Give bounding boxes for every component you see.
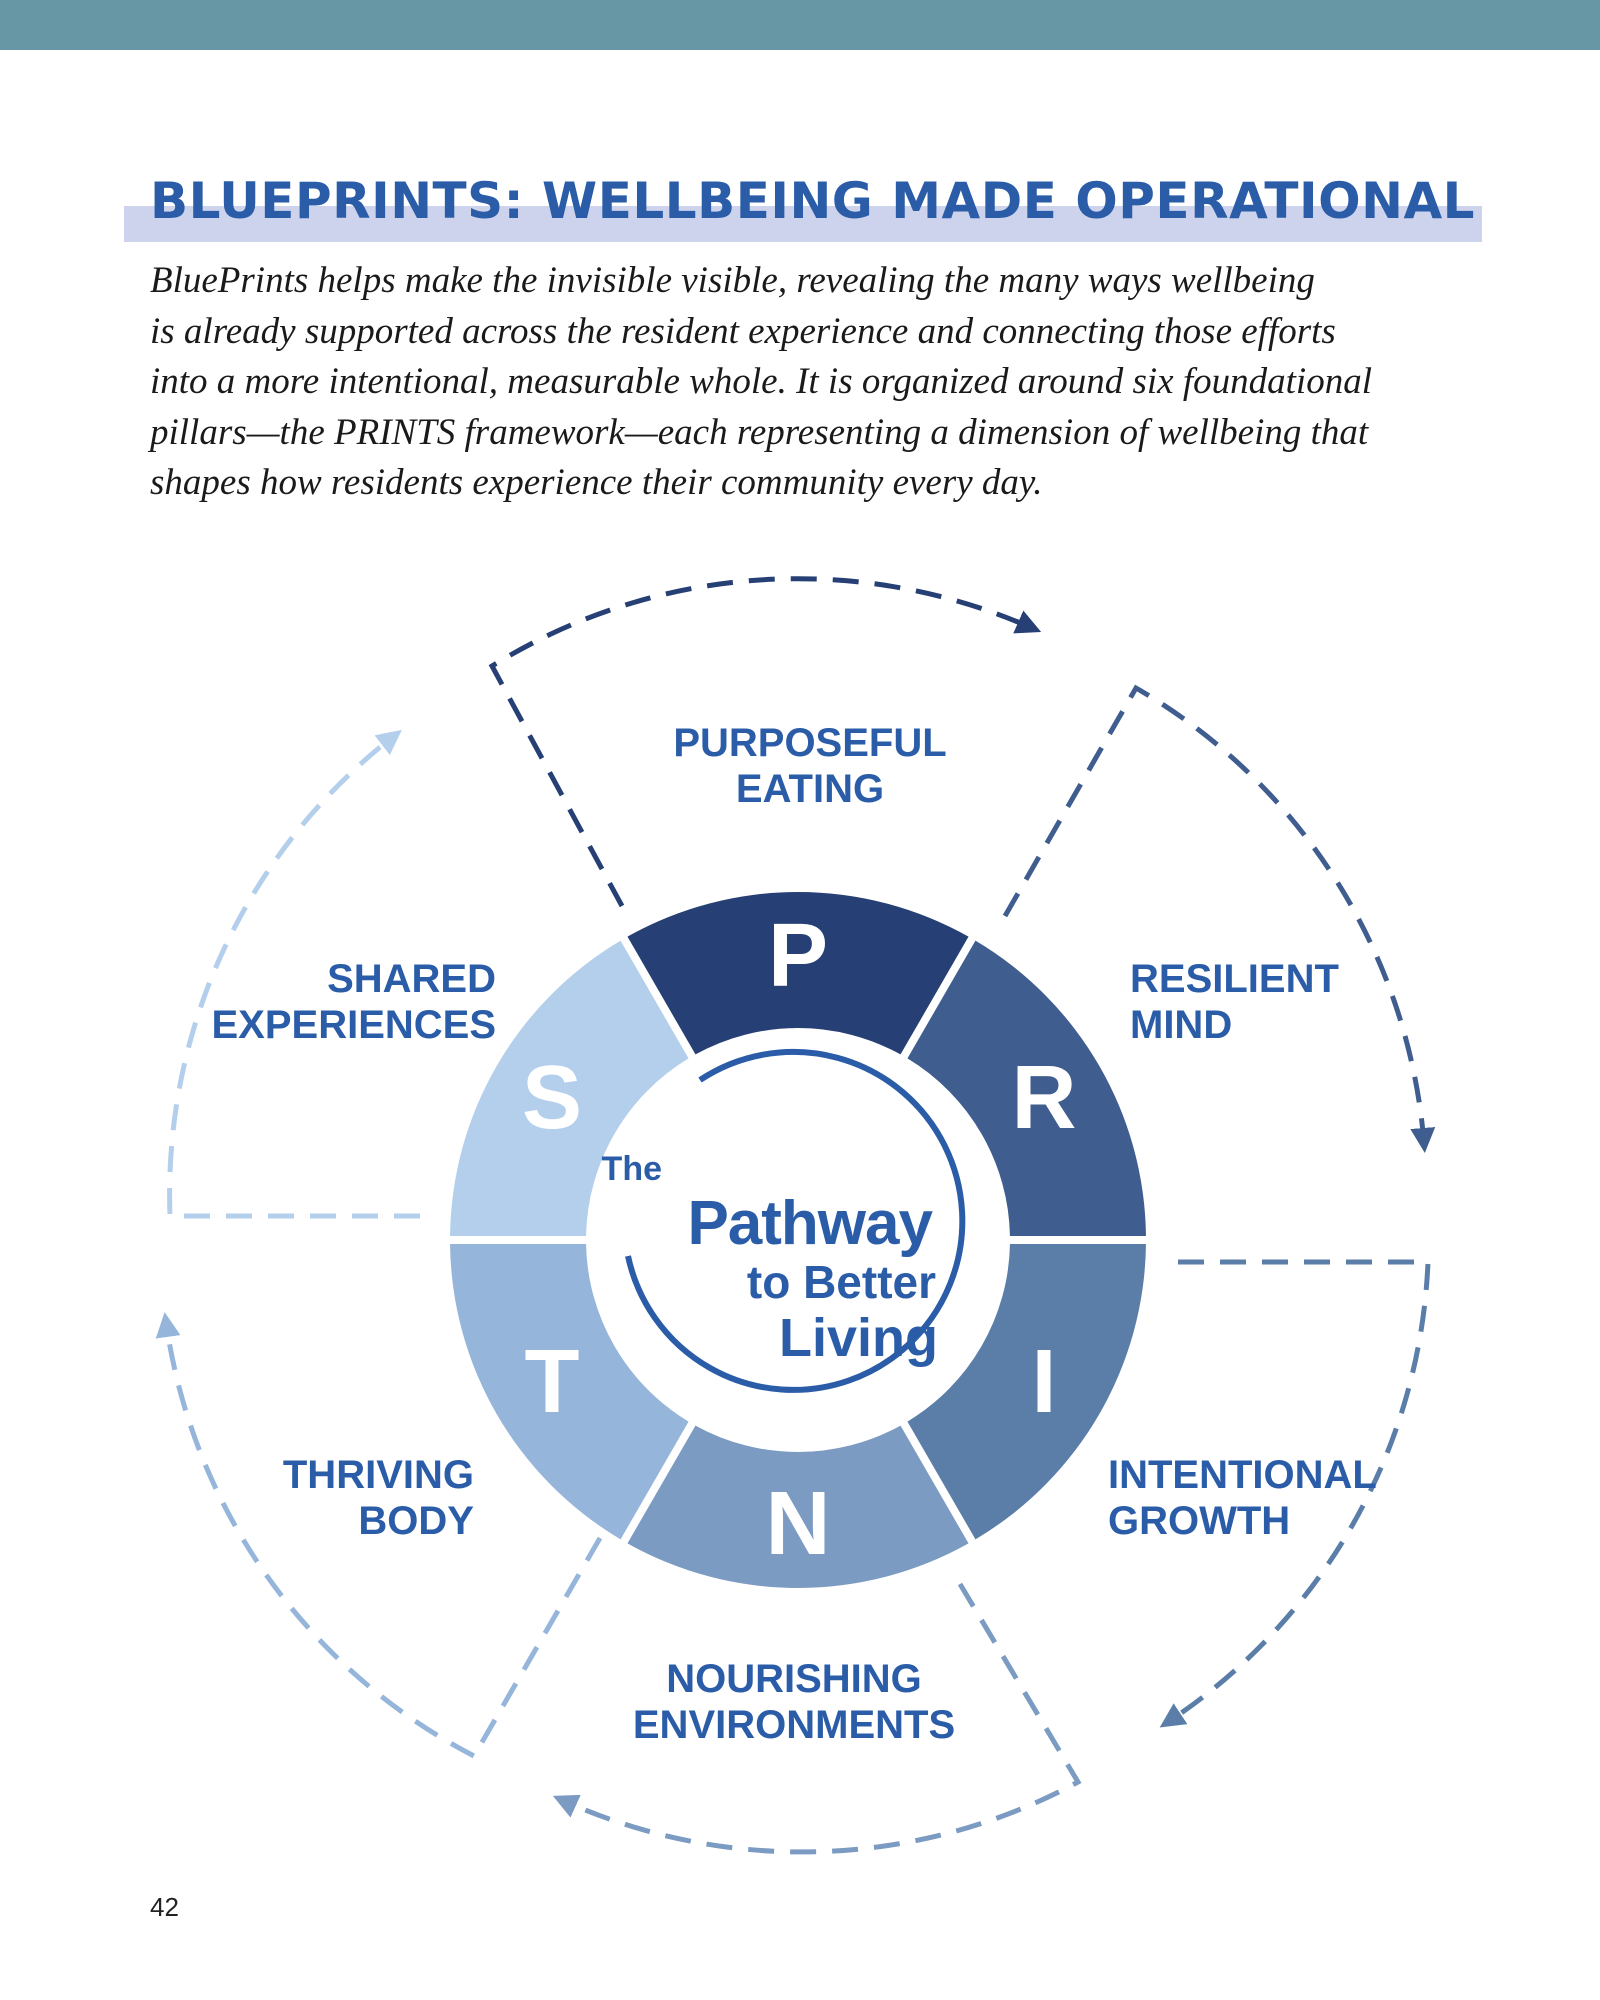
- pillar-letter-i: I: [1031, 1332, 1056, 1432]
- intro-line: into a more intentional, measurable whol…: [150, 361, 1372, 402]
- center-pathway-label: Pathway: [687, 1189, 933, 1258]
- pillar-label-shared-experiences: SHARED EXPERIENCES: [211, 957, 496, 1047]
- pillar-label-thriving-body: THRIVING BODY: [283, 1453, 474, 1543]
- center-arc: [625, 1048, 966, 1393]
- pillar-label-line: NOURISHING: [666, 1657, 922, 1701]
- pillar-label-line: MIND: [1130, 1003, 1232, 1047]
- intro-line: BluePrints helps make the invisible visi…: [150, 260, 1315, 301]
- pillar-label-intentional-growth: INTENTIONAL GROWTH: [1108, 1453, 1377, 1543]
- dashed-arrow-purposeful-eating: [488, 576, 1042, 908]
- pillar-label-line: EXPERIENCES: [211, 1003, 496, 1047]
- pillar-segment-s: [450, 940, 689, 1237]
- pillar-label-nourishing-environments: NOURISHING ENVIRONMENTS: [633, 1657, 955, 1747]
- pillar-label-line: THRIVING: [283, 1453, 474, 1497]
- intro-line: is already supported across the resident…: [150, 310, 1336, 352]
- pillar-segment-n: [627, 1425, 969, 1589]
- pillar-segment-t: [450, 1243, 689, 1540]
- pillar-letter-p: P: [768, 906, 828, 1006]
- pillar-segment-r: [907, 940, 1146, 1237]
- page-title: BLUEPRINTS: WELLBEING MADE OPERATIONAL: [150, 172, 1476, 230]
- center-living-label: Living: [779, 1308, 938, 1368]
- center-the-label: The: [602, 1150, 662, 1188]
- pillar-label-purposeful-eating: PURPOSEFUL EATING: [673, 721, 946, 811]
- dashed-arrow-thriving-body: [155, 1312, 603, 1760]
- pillar-segment-p: [627, 892, 969, 1055]
- pillar-label-line: BODY: [358, 1499, 474, 1543]
- center-emblem: The Pathway to Better Living: [602, 1048, 966, 1393]
- pillar-letter-r: R: [1011, 1048, 1076, 1148]
- pillar-segment-i: [907, 1243, 1146, 1540]
- title-highlight-bar: [124, 206, 1482, 242]
- intro-line: shapes how residents experience their co…: [150, 462, 1043, 503]
- dashed-arrow-intentional-growth: [1159, 1259, 1431, 1728]
- pillar-label-line: PURPOSEFUL: [673, 721, 946, 765]
- pillar-letter-s: S: [522, 1048, 582, 1148]
- dashed-arrow-nourishing-environments: [552, 1582, 1082, 1855]
- intro-paragraph: BluePrints helps make the invisible visi…: [150, 256, 1470, 509]
- pillar-label-line: INTENTIONAL: [1108, 1453, 1377, 1497]
- pillar-label-line: RESILIENT: [1130, 957, 1339, 1001]
- pillar-label-line: SHARED: [327, 957, 496, 1001]
- pillar-label-line: ENVIRONMENTS: [633, 1703, 955, 1747]
- pillar-ring: P R I N T S: [450, 892, 1146, 1589]
- page-number: 42: [150, 1892, 179, 1922]
- top-color-band: [0, 0, 1600, 50]
- intro-line: pillars—the PRINTS framework—each repres…: [150, 411, 1369, 453]
- pillar-label-line: EATING: [736, 767, 884, 811]
- pillar-label-resilient-mind: RESILIENT MIND: [1130, 957, 1339, 1047]
- dashed-arrow-shared-experiences: [167, 729, 420, 1219]
- pillar-letter-n: N: [766, 1474, 831, 1574]
- pillar-label-line: GROWTH: [1108, 1499, 1290, 1543]
- dashed-arrow-resilient-mind: [1002, 684, 1436, 1153]
- pillar-letter-t: T: [525, 1332, 580, 1432]
- center-to-better-label: to Better: [747, 1256, 936, 1308]
